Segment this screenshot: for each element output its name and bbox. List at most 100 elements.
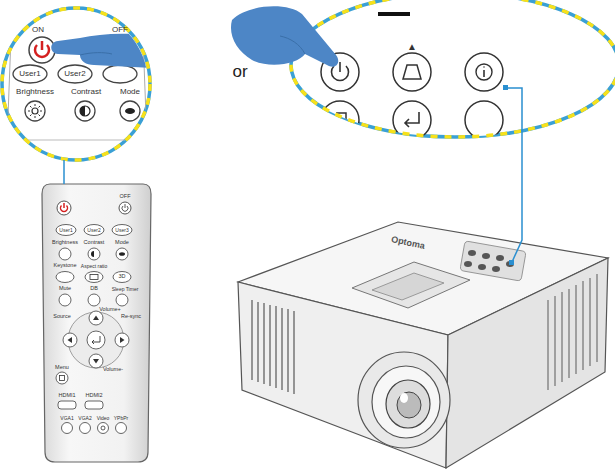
hand-crease — [80, 53, 112, 55]
button-label: Mute — [59, 286, 71, 292]
user-button — [56, 225, 76, 236]
user-button — [13, 65, 47, 83]
button-label: VGA2 — [78, 416, 91, 421]
leader-line — [521, 136, 523, 218]
round-button — [59, 294, 71, 306]
keypad-panel — [460, 241, 526, 281]
zoom-outline-dash — [2, 8, 150, 160]
button-label: OFF — [120, 194, 131, 200]
keypad-button — [464, 261, 472, 267]
zoom-callout: ONOFFUser1User2BrightnessContrastMode — [2, 8, 150, 160]
enter-key — [393, 101, 431, 139]
user-button — [84, 225, 104, 236]
round-button — [88, 248, 100, 260]
button-label: Video — [97, 416, 110, 421]
oval-button — [113, 272, 131, 283]
button-label: Aspect ratio — [81, 264, 107, 269]
source-button — [98, 423, 109, 434]
info-icon — [483, 67, 485, 78]
button-label: Re-sync — [121, 314, 141, 320]
button-label: HDMI2 — [85, 393, 102, 399]
lens-glass — [397, 392, 421, 418]
remote-control: OFFUser1User2User3BrightnessContrastMode… — [42, 184, 152, 463]
menu-button — [56, 372, 68, 384]
round-button — [116, 248, 128, 260]
keypad-button — [496, 255, 504, 261]
lens-highlight — [400, 393, 408, 403]
enter-icon — [405, 112, 419, 127]
source-button — [62, 423, 73, 434]
button-label: Contrast — [84, 240, 105, 246]
keypad-button — [506, 261, 514, 267]
user-button — [103, 65, 137, 83]
source-button — [80, 423, 91, 434]
zoom-remote-detail — [6, 10, 148, 170]
pointing-hand — [231, 6, 338, 66]
projector-body: Optoma — [232, 218, 612, 474]
keypad-button — [468, 250, 476, 256]
power-icon — [331, 62, 348, 81]
nav-left-button — [63, 333, 77, 347]
oval-button — [85, 272, 103, 283]
keypad-button — [478, 264, 486, 270]
round-button — [59, 248, 71, 260]
oval-button — [56, 272, 74, 283]
button-label: HDMI1 — [58, 393, 75, 399]
power-button — [29, 37, 55, 63]
mode-button — [120, 101, 140, 121]
button-label: VGA1 — [60, 416, 73, 421]
lens-housing — [358, 352, 450, 448]
lens-ring — [372, 366, 440, 438]
keypad-bar — [378, 12, 410, 16]
zoom-callout: ▲ — [292, 0, 615, 136]
remote-body — [42, 184, 151, 462]
button-label: Sleep Timer — [112, 287, 139, 292]
button-label: 3D — [118, 274, 125, 280]
keystone-key — [393, 53, 431, 91]
sun-icon — [28, 104, 42, 118]
button-label: Volume- — [103, 367, 123, 373]
remote-edge — [6, 10, 12, 170]
contrast-icon — [80, 106, 90, 116]
vent-slots — [252, 300, 294, 394]
remote-edge — [142, 10, 148, 170]
button-label: User2 — [64, 70, 85, 78]
pointing-hand — [51, 34, 152, 68]
arrow-icon — [120, 337, 125, 343]
button-label: OFF — [112, 26, 128, 34]
mode-icon — [119, 252, 125, 256]
power-icon — [122, 204, 128, 211]
power-key — [321, 53, 359, 91]
zoom-outline-dash — [291, 0, 615, 137]
off-button — [119, 202, 131, 214]
projector-side — [446, 258, 608, 468]
keystone-icon — [403, 65, 421, 79]
nav-right-button — [115, 333, 129, 347]
button-label: User2 — [87, 228, 100, 233]
button-label: User3 — [115, 228, 128, 233]
button-label: User1 — [19, 70, 40, 78]
keypad-button — [492, 266, 500, 272]
vent-slots — [548, 274, 597, 390]
remote-detail-line — [20, 140, 140, 141]
brand-name: Optoma — [390, 235, 425, 251]
enter-icon — [92, 336, 100, 344]
aspect-icon — [90, 275, 98, 280]
contrast-icon — [80, 106, 85, 116]
user-button — [58, 65, 92, 83]
source-button — [58, 401, 76, 409]
hand-crease — [280, 36, 305, 54]
off-button — [107, 37, 133, 63]
nav-down-button — [89, 354, 103, 368]
button-label: Volume+ — [99, 307, 121, 313]
hand-group — [51, 34, 152, 68]
arrow-symbol: ▲ — [407, 42, 417, 52]
projector-keypad — [460, 241, 526, 281]
brightness-button — [25, 101, 45, 121]
contrast-icon — [91, 251, 94, 257]
